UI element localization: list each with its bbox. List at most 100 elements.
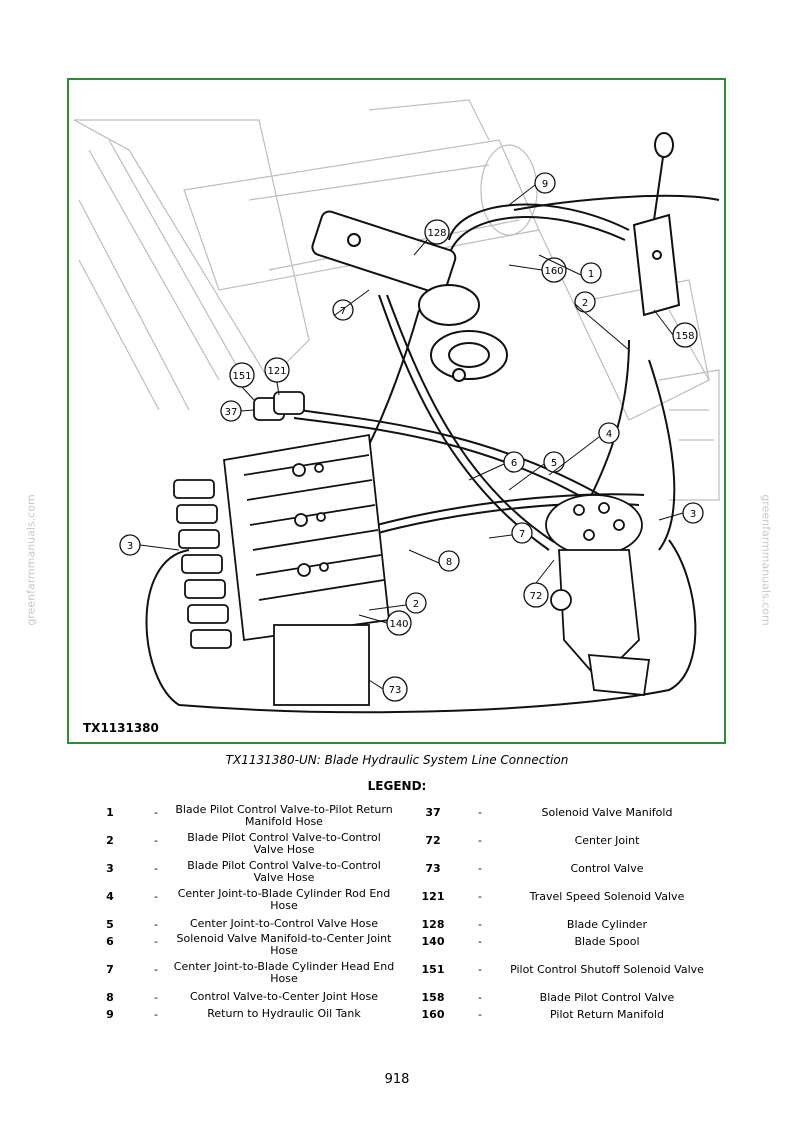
legend-row: 5 - Center Joint-to-Control Valve Hose 1…	[60, 916, 750, 933]
legend-dash: -	[478, 935, 482, 948]
legend-dash: -	[154, 862, 158, 875]
legend-dash: -	[478, 806, 482, 819]
svg-text:151: 151	[232, 371, 251, 382]
legend-description: Blade Pilot Control Valve-to-Pilot Retur…	[175, 803, 393, 828]
legend-dash: -	[478, 918, 482, 931]
svg-text:1: 1	[588, 269, 594, 280]
legend-number: 4	[106, 890, 114, 903]
legend-number: 151	[421, 963, 445, 976]
legend-table: 1 - Blade Pilot Control Valve-to-Pilot R…	[60, 804, 750, 1023]
legend-dash: -	[478, 1008, 482, 1021]
callout-3-left: 3	[119, 534, 141, 556]
svg-text:121: 121	[267, 366, 286, 377]
svg-text:140: 140	[389, 619, 408, 630]
legend-description: Center Joint-to-Blade Cylinder Rod End H…	[177, 887, 391, 912]
legend-dash: -	[154, 1008, 158, 1021]
legend-number: 6	[106, 935, 114, 948]
legend-number: 72	[425, 834, 441, 847]
callout-151: 151	[229, 362, 255, 388]
legend-dash: -	[478, 991, 482, 1004]
legend-dash: -	[478, 890, 482, 903]
legend-description: Blade Pilot Control Valve-to-Control Val…	[187, 831, 381, 856]
legend-number: 121	[421, 890, 445, 903]
legend-dash: -	[154, 918, 158, 931]
callout-7-top: 7	[332, 299, 354, 321]
legend-description: Return to Hydraulic Oil Tank	[207, 1007, 361, 1020]
callout-8: 8	[438, 550, 460, 572]
legend-description: Blade Pilot Control Valve	[539, 991, 675, 1004]
legend-row: 9 - Return to Hydraulic Oil Tank 160 - P…	[60, 1006, 750, 1023]
legend-dash: -	[154, 806, 158, 819]
legend-title: LEGEND:	[367, 779, 427, 793]
legend-number: 160	[421, 1008, 445, 1021]
legend-number: 2	[106, 834, 114, 847]
legend-number: 37	[425, 806, 441, 819]
svg-text:4: 4	[606, 429, 612, 440]
callout-158: 158	[672, 322, 698, 348]
callout-72: 72	[523, 582, 549, 608]
legend-dash: -	[478, 963, 482, 976]
svg-text:3: 3	[690, 509, 696, 520]
callout-6: 6	[503, 451, 525, 473]
svg-text:7: 7	[340, 306, 346, 317]
legend-dash: -	[154, 935, 158, 948]
legend-description: Center Joint	[574, 834, 640, 847]
legend-description: Control Valve-to-Center Joint Hose	[189, 990, 379, 1003]
legend-number: 158	[421, 991, 445, 1004]
legend-dash: -	[154, 991, 158, 1004]
hydraulic-diagram: 9 128 160 1 2 7 158 151 121 37 4 6 5 3 3…	[73, 99, 720, 714]
legend-number: 1	[106, 806, 114, 819]
svg-text:73: 73	[389, 685, 402, 696]
legend-row: 2 - Blade Pilot Control Valve-to-Control…	[60, 832, 750, 860]
legend-number: 9	[106, 1008, 114, 1021]
legend-number: 5	[106, 918, 114, 931]
legend-description: Control Valve	[570, 862, 644, 875]
legend-description: Solenoid Valve Manifold	[541, 806, 673, 819]
legend-row: 7 - Center Joint-to-Blade Cylinder Head …	[60, 961, 750, 989]
svg-text:3: 3	[127, 541, 133, 552]
svg-text:128: 128	[427, 228, 446, 239]
legend-description: Travel Speed Solenoid Valve	[529, 890, 685, 903]
svg-text:5: 5	[551, 458, 557, 469]
legend-number: 7	[106, 963, 114, 976]
svg-text:8: 8	[446, 557, 452, 568]
figure-caption: TX1131380-UN: Blade Hydraulic System Lin…	[225, 753, 569, 767]
legend-number: 73	[425, 862, 441, 875]
legend-row: 3 - Blade Pilot Control Valve-to-Control…	[60, 860, 750, 888]
figure-frame: 9 128 160 1 2 7 158 151 121 37 4 6 5 3 3…	[67, 78, 726, 744]
callout-2-bottom: 2	[405, 592, 427, 614]
svg-text:7: 7	[519, 529, 525, 540]
legend-row: 6 - Solenoid Valve Manifold-to-Center Jo…	[60, 933, 750, 961]
legend-dash: -	[478, 834, 482, 847]
legend-description: Blade Cylinder	[566, 918, 648, 931]
watermark-right: greenfarmmanuals.com	[759, 494, 773, 626]
svg-text:72: 72	[530, 591, 543, 602]
legend-description: Center Joint-to-Blade Cylinder Head End …	[173, 960, 395, 985]
legend-row: 4 - Center Joint-to-Blade Cylinder Rod E…	[60, 888, 750, 916]
legend-description: Center Joint-to-Control Valve Hose	[189, 917, 379, 930]
callout-3-right: 3	[682, 502, 704, 524]
callout-140: 140	[386, 610, 412, 636]
legend-dash: -	[154, 834, 158, 847]
callout-9: 9	[534, 172, 556, 194]
legend-number: 8	[106, 991, 114, 1004]
svg-text:158: 158	[675, 331, 694, 342]
callout-2-top: 2	[574, 291, 596, 313]
callout-4: 4	[598, 422, 620, 444]
legend-row: 1 - Blade Pilot Control Valve-to-Pilot R…	[60, 804, 750, 832]
callout-5: 5	[543, 451, 565, 473]
legend-description: Pilot Return Manifold	[550, 1008, 664, 1021]
svg-text:160: 160	[544, 266, 563, 277]
figure-id: TX1131380	[83, 721, 159, 735]
legend-dash: -	[154, 890, 158, 903]
svg-text:2: 2	[582, 298, 588, 309]
callout-73: 73	[382, 676, 408, 702]
legend-description: Solenoid Valve Manifold-to-Center Joint …	[176, 932, 392, 957]
svg-text:9: 9	[542, 179, 548, 190]
legend-number: 140	[421, 935, 445, 948]
legend-dash: -	[154, 963, 158, 976]
svg-text:37: 37	[225, 407, 238, 418]
svg-text:2: 2	[413, 599, 419, 610]
legend-row: 8 - Control Valve-to-Center Joint Hose 1…	[60, 989, 750, 1006]
legend-number: 3	[106, 862, 114, 875]
